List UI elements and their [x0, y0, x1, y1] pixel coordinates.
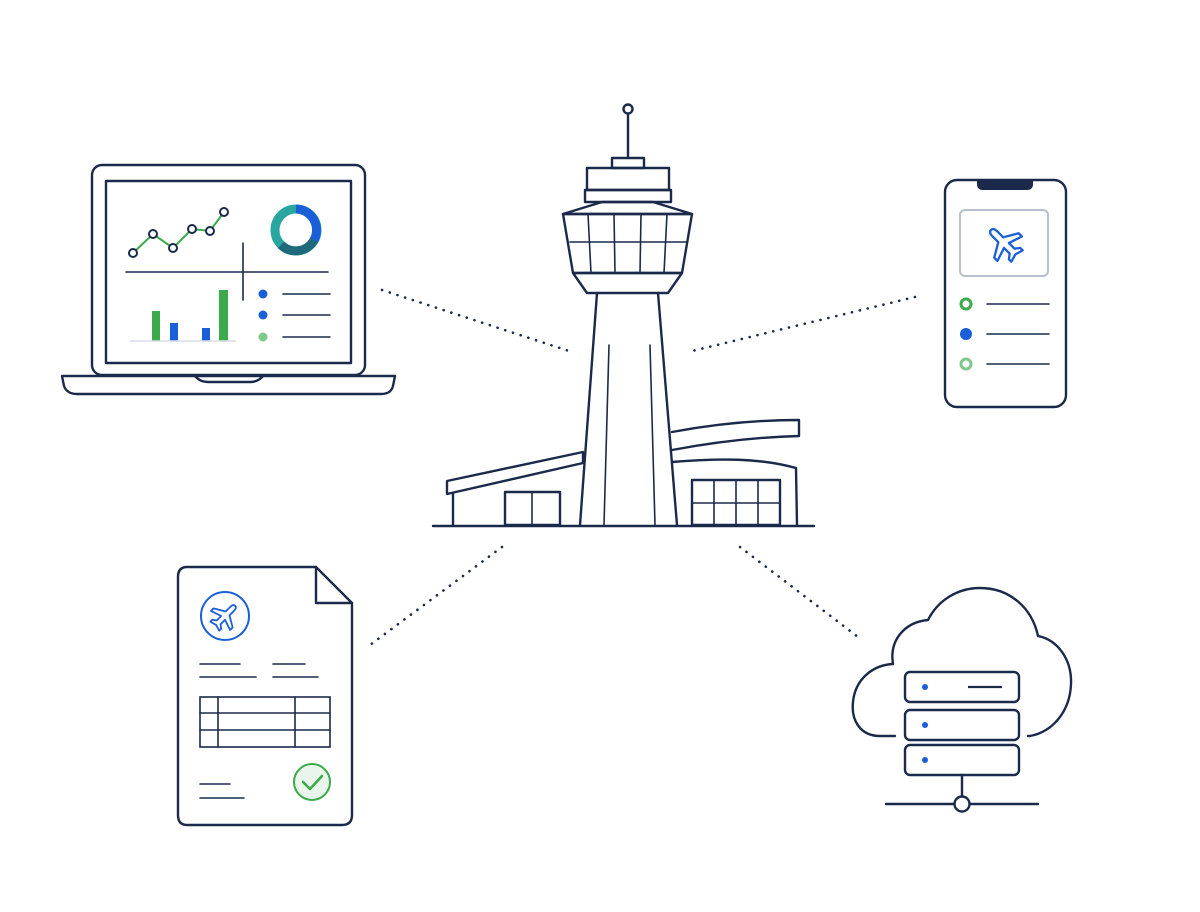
- antenna-tip: [622, 103, 634, 115]
- mini-bar-chart: [130, 290, 236, 342]
- status-dot-green: [959, 297, 973, 311]
- status-dot-blue: [960, 328, 972, 340]
- mini-legend: [258, 289, 331, 342]
- tower-shaft: [578, 291, 679, 527]
- cloud-server-icon: [851, 586, 1073, 813]
- connector-phone: [686, 295, 917, 354]
- document-airplane-icon: [209, 604, 237, 632]
- terminal-right-roof: [670, 418, 801, 452]
- connector-document: [368, 545, 504, 647]
- connector-laptop: [380, 288, 574, 354]
- control-tower-icon: [431, 103, 816, 528]
- server-unit-1: [903, 670, 1021, 704]
- status-dot-light: [959, 357, 973, 371]
- laptop-icon: [60, 163, 397, 396]
- mini-donut-chart: [270, 204, 322, 256]
- connectors: [368, 288, 917, 647]
- laptop-base: [60, 374, 397, 396]
- connector-cloud: [738, 545, 864, 642]
- laptop-screen: [104, 179, 353, 365]
- terminal-left-roof: [445, 450, 585, 496]
- tower-cab: [561, 212, 694, 275]
- mobile-phone-icon: [943, 178, 1068, 409]
- network-node: [953, 795, 971, 813]
- check-icon: [293, 763, 331, 801]
- document-logo-circle: [200, 591, 250, 641]
- server-unit-2: [903, 708, 1021, 742]
- phone-notch: [977, 180, 1033, 190]
- document-table: [199, 696, 331, 748]
- flight-document-icon: [176, 565, 354, 827]
- phone-flight-card: [959, 209, 1049, 277]
- cloud-outline: [851, 586, 1073, 738]
- airplane-icon: [989, 228, 1024, 263]
